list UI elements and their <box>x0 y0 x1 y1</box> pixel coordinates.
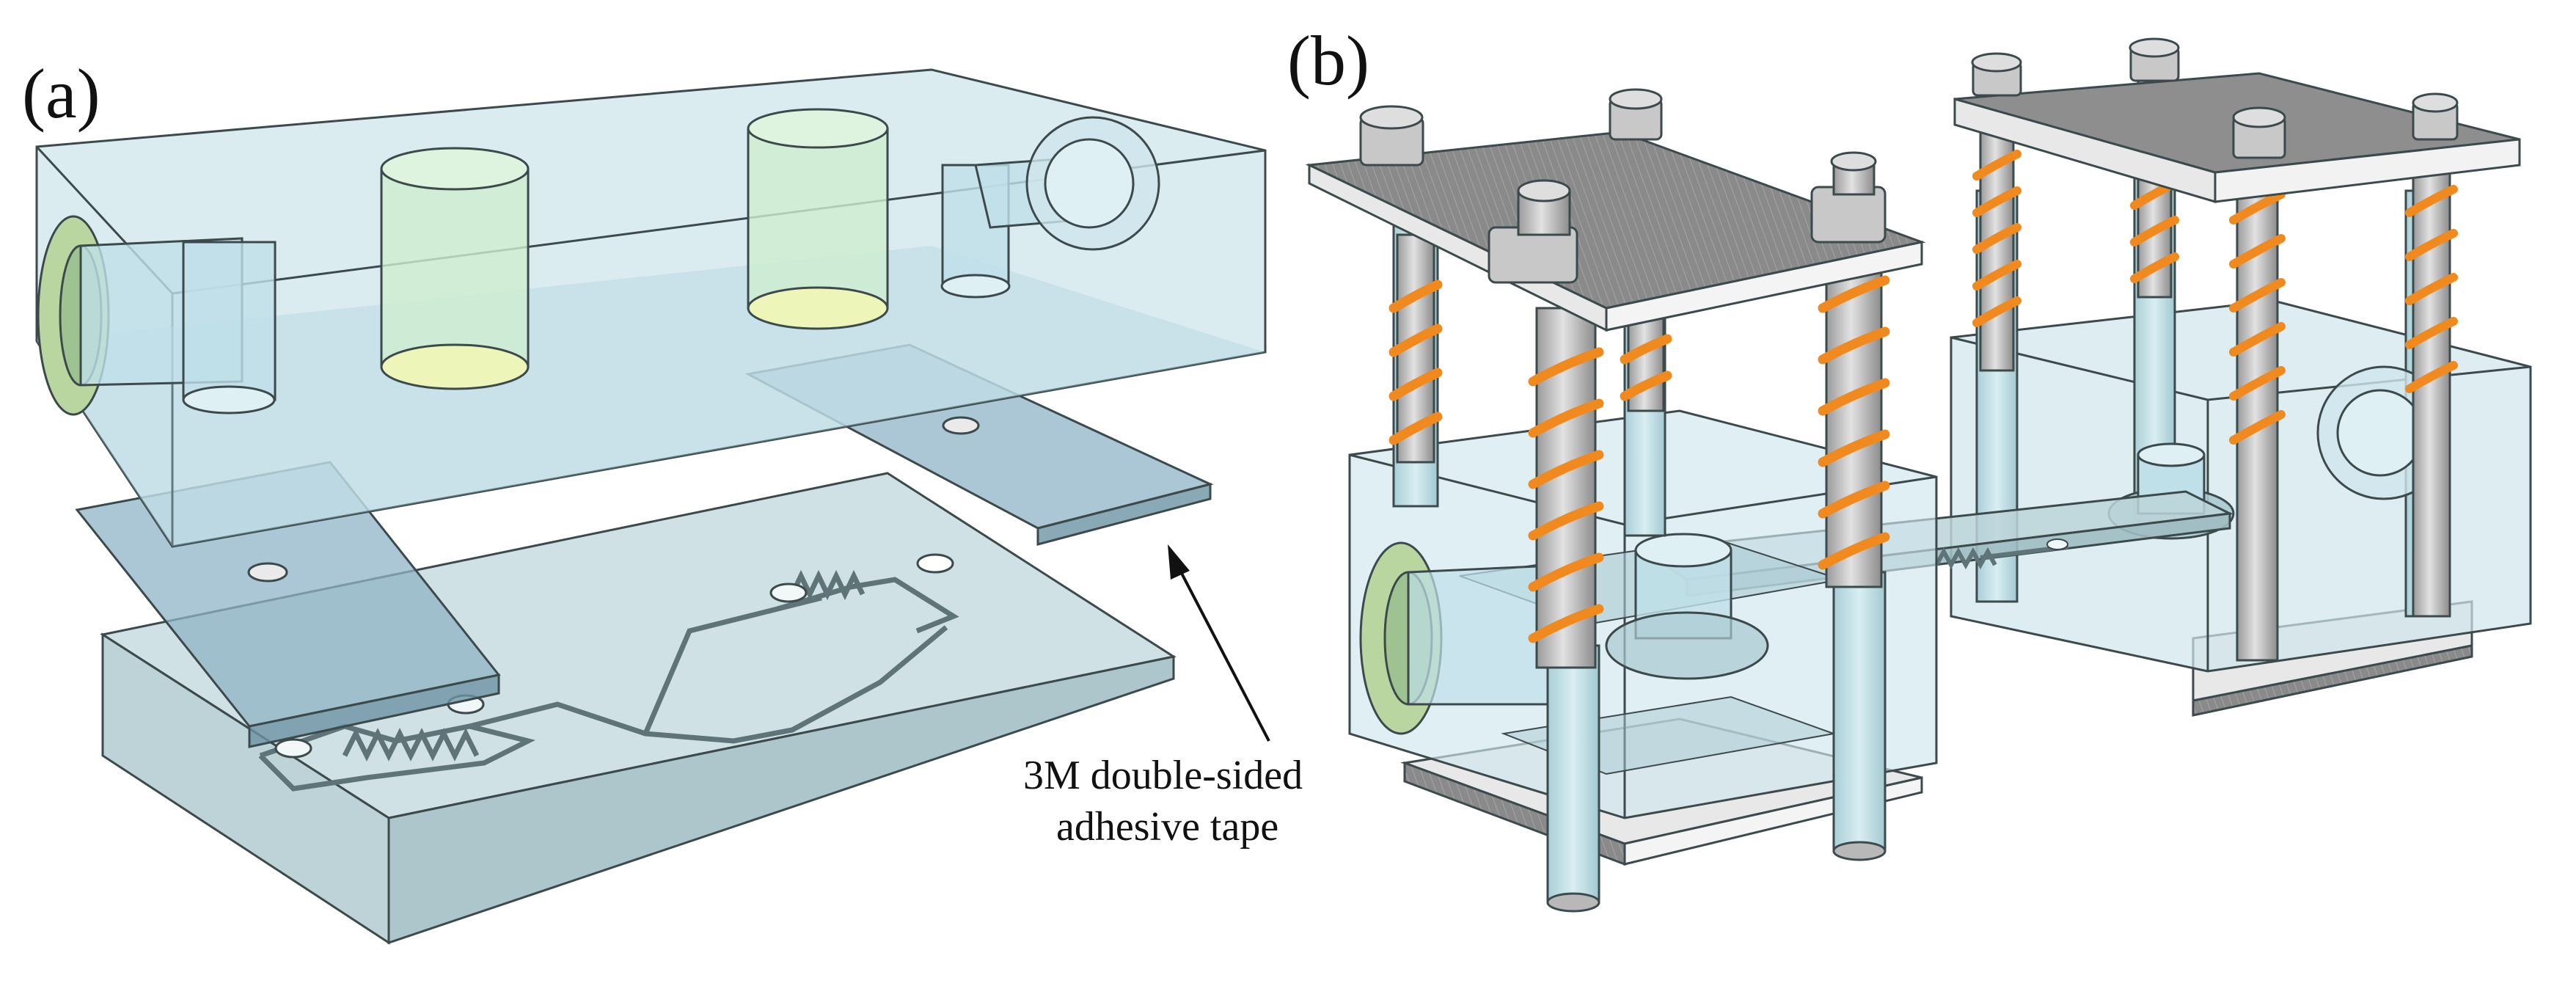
reservoir-left <box>380 147 530 390</box>
panel-b-label: (b) <box>1287 21 1369 100</box>
panel-a: (a) <box>22 54 1303 945</box>
annotation-line-1: 3M double-sided <box>1023 753 1303 798</box>
inlet-fitting-left <box>37 215 277 416</box>
annotation-line-2: adhesive tape <box>1056 804 1278 850</box>
reservoir-right <box>747 108 889 330</box>
microchannel-network <box>258 569 959 792</box>
clamp-assembly-right <box>1950 37 2532 717</box>
clamp-assembly-left <box>1305 88 1938 913</box>
panel-a-label: (a) <box>22 54 100 133</box>
tape-annotation: 3M double-sided adhesive tape <box>1023 544 1303 850</box>
nuts-right <box>1971 37 2459 159</box>
panel-b: (b) <box>1287 21 2532 913</box>
outlet-fitting-right <box>940 116 1160 299</box>
nuts-left <box>1359 88 1887 284</box>
